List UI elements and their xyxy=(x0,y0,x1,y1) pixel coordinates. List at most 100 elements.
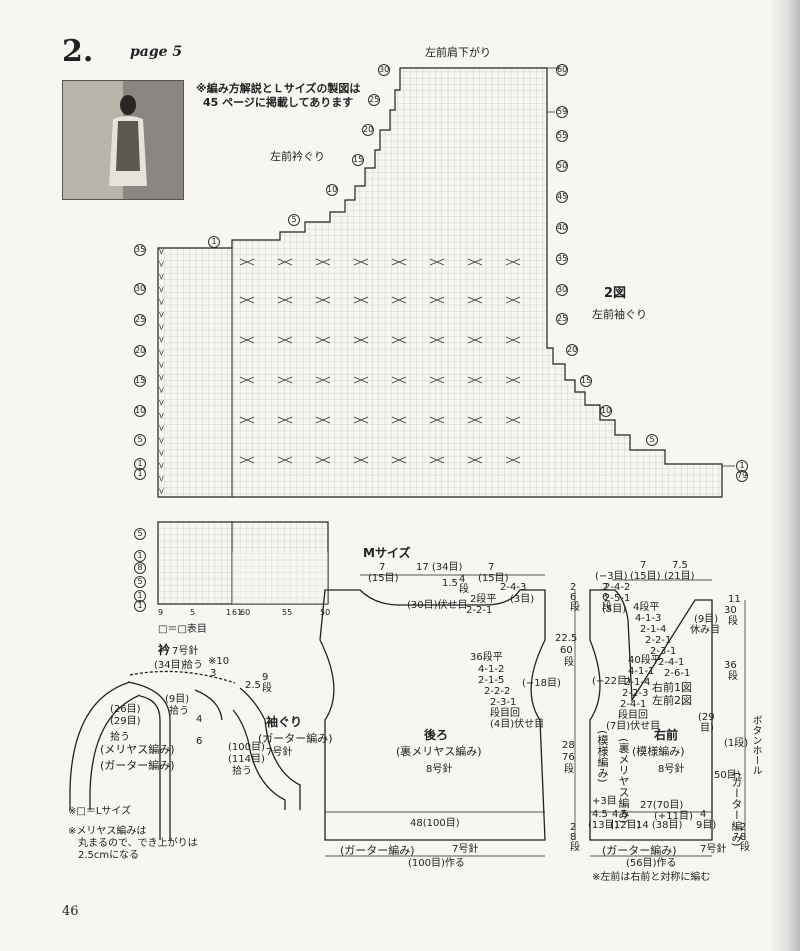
row-number: 5 xyxy=(288,214,300,226)
back-dec18: (−18目) xyxy=(522,678,561,689)
label-armhole: 左前袖ぐり xyxy=(592,308,647,321)
back-sh-rows: 段 xyxy=(570,602,580,613)
back-h76: 76 xyxy=(562,752,575,763)
front-garter-v: (ガーター編み) xyxy=(730,772,743,847)
front-w27: 27(70目) xyxy=(640,800,684,811)
row-number: 20 xyxy=(566,344,578,356)
svg-text:V: V xyxy=(159,286,164,294)
front-r29b: 目) xyxy=(700,723,714,734)
back-bind-30: (30目)伏せ目 xyxy=(407,600,468,611)
front-fig1: 右前1図 xyxy=(652,681,692,694)
collar-rows-4: 4 xyxy=(196,714,203,725)
front-n4: 2-3-1 xyxy=(650,646,677,657)
front-sh-2: 2 xyxy=(602,582,609,593)
back-w17: 17 (34目) xyxy=(416,562,463,573)
collar-rows-6: 6 xyxy=(196,736,203,747)
front-rest-word: 休み目 xyxy=(690,625,720,636)
back-garter-bottom: (ガーター編み) xyxy=(340,844,415,857)
svg-text:V: V xyxy=(159,336,164,344)
front-garter-bottom: (ガーター編み) xyxy=(602,844,677,857)
collar-s29: (29目) xyxy=(110,716,141,727)
row-number: 15 xyxy=(134,375,146,387)
pattern-number: 2. xyxy=(62,34,94,69)
front-stitch: (模様編み) xyxy=(632,745,685,758)
front-needle: 8号針 xyxy=(658,764,685,775)
svg-text:V: V xyxy=(159,361,164,369)
front-s12: (12目) xyxy=(610,820,641,831)
collar-width-25: 2.5 xyxy=(245,680,261,691)
row-number: 20 xyxy=(134,345,146,357)
front-plus3: +3目 xyxy=(592,796,617,807)
front-h2: 2 xyxy=(740,822,747,833)
back-arm3: 2-2-2 xyxy=(484,686,511,697)
front-r36-rows: 段 xyxy=(728,671,738,682)
model-photo xyxy=(62,80,184,200)
front-r29: (29 xyxy=(698,712,715,723)
armhole-pick4: 拾う xyxy=(232,766,252,777)
front-r36: 36 xyxy=(724,660,737,671)
svg-text:V: V xyxy=(159,248,164,256)
svg-text:V: V xyxy=(159,349,164,357)
front-n5: 2-4-1 xyxy=(658,657,685,668)
collar-stockinette: (メリヤス編み) xyxy=(100,743,175,756)
svg-text:V: V xyxy=(159,273,164,281)
size-title: Mサイズ xyxy=(363,546,411,560)
row-number: 79 xyxy=(736,470,748,482)
front-sh-6: 6 xyxy=(602,592,609,603)
back-neck-243: 2-4-3 xyxy=(500,582,527,593)
back-neck-flat: 2段平 xyxy=(470,594,497,605)
model-silhouette xyxy=(109,95,147,186)
row-number: 15 xyxy=(580,375,592,387)
row-number: 30 xyxy=(556,284,568,296)
row-number: 60 xyxy=(556,64,568,76)
front-s9: 9目) xyxy=(696,820,717,831)
back-arm2: 2-1-5 xyxy=(478,675,505,686)
back-arm-flat: 36段平 xyxy=(470,652,503,663)
row-number: 55 xyxy=(556,130,568,142)
svg-text:V: V xyxy=(159,424,164,432)
label-shoulder-slope: 左前肩下がり xyxy=(425,46,491,59)
back-h2: 2 xyxy=(570,822,577,833)
row-number: 50 xyxy=(556,160,568,172)
collar-note1: ※□＝Lサイズ xyxy=(68,806,132,817)
row-number: 8 xyxy=(134,562,146,574)
front-h8-rows: 段 xyxy=(740,842,750,853)
back-title: 後ろ xyxy=(424,728,449,742)
row-number: 10 xyxy=(326,184,338,196)
front-minus22: (−22目) xyxy=(592,676,631,687)
note-top-line1: ※編み方解説とＬサイズの製図は xyxy=(196,82,361,95)
page-edge-shadow xyxy=(770,0,800,951)
row-number: 40 xyxy=(556,222,568,234)
cable-cross-symbols xyxy=(239,258,521,464)
collar-needle: 7号針 xyxy=(172,646,199,657)
row-number: 5 xyxy=(646,434,658,446)
collar-pick3: 拾う xyxy=(110,732,130,743)
front-w7: 7 xyxy=(640,560,647,571)
svg-text:V: V xyxy=(159,261,164,269)
front-w21: (21目) xyxy=(664,571,695,582)
front-w11: 11 xyxy=(728,594,741,605)
front-w45a: 4.5 xyxy=(592,809,608,820)
front-r50: 50目) xyxy=(714,770,741,781)
front-s13: (13目) xyxy=(588,820,619,831)
back-cast-on: (100目)作る xyxy=(408,858,465,869)
armhole-s100: (100目) xyxy=(228,742,265,753)
front-a-bind: (7目)伏せ目 xyxy=(606,721,661,732)
collar-note3: 丸まるので、でき上がりは xyxy=(78,838,198,849)
row-number: 10 xyxy=(134,405,146,417)
front-title: 右前 xyxy=(654,728,679,742)
back-h60: 60 xyxy=(560,645,573,656)
collar-garter: (ガーター編み) xyxy=(100,759,175,772)
front-sh-rows: 段 xyxy=(602,602,612,613)
back-needle: 8号針 xyxy=(426,764,453,775)
svg-text:V: V xyxy=(159,311,164,319)
row-number: 35 xyxy=(134,244,146,256)
front-w27b: (+11目) xyxy=(654,811,693,822)
row-number: 30 xyxy=(378,64,390,76)
collar-s26: (26目) xyxy=(110,704,141,715)
front-buttonhole: ボタンホール xyxy=(750,715,761,775)
front-a-flat: 40段平 xyxy=(628,655,661,666)
